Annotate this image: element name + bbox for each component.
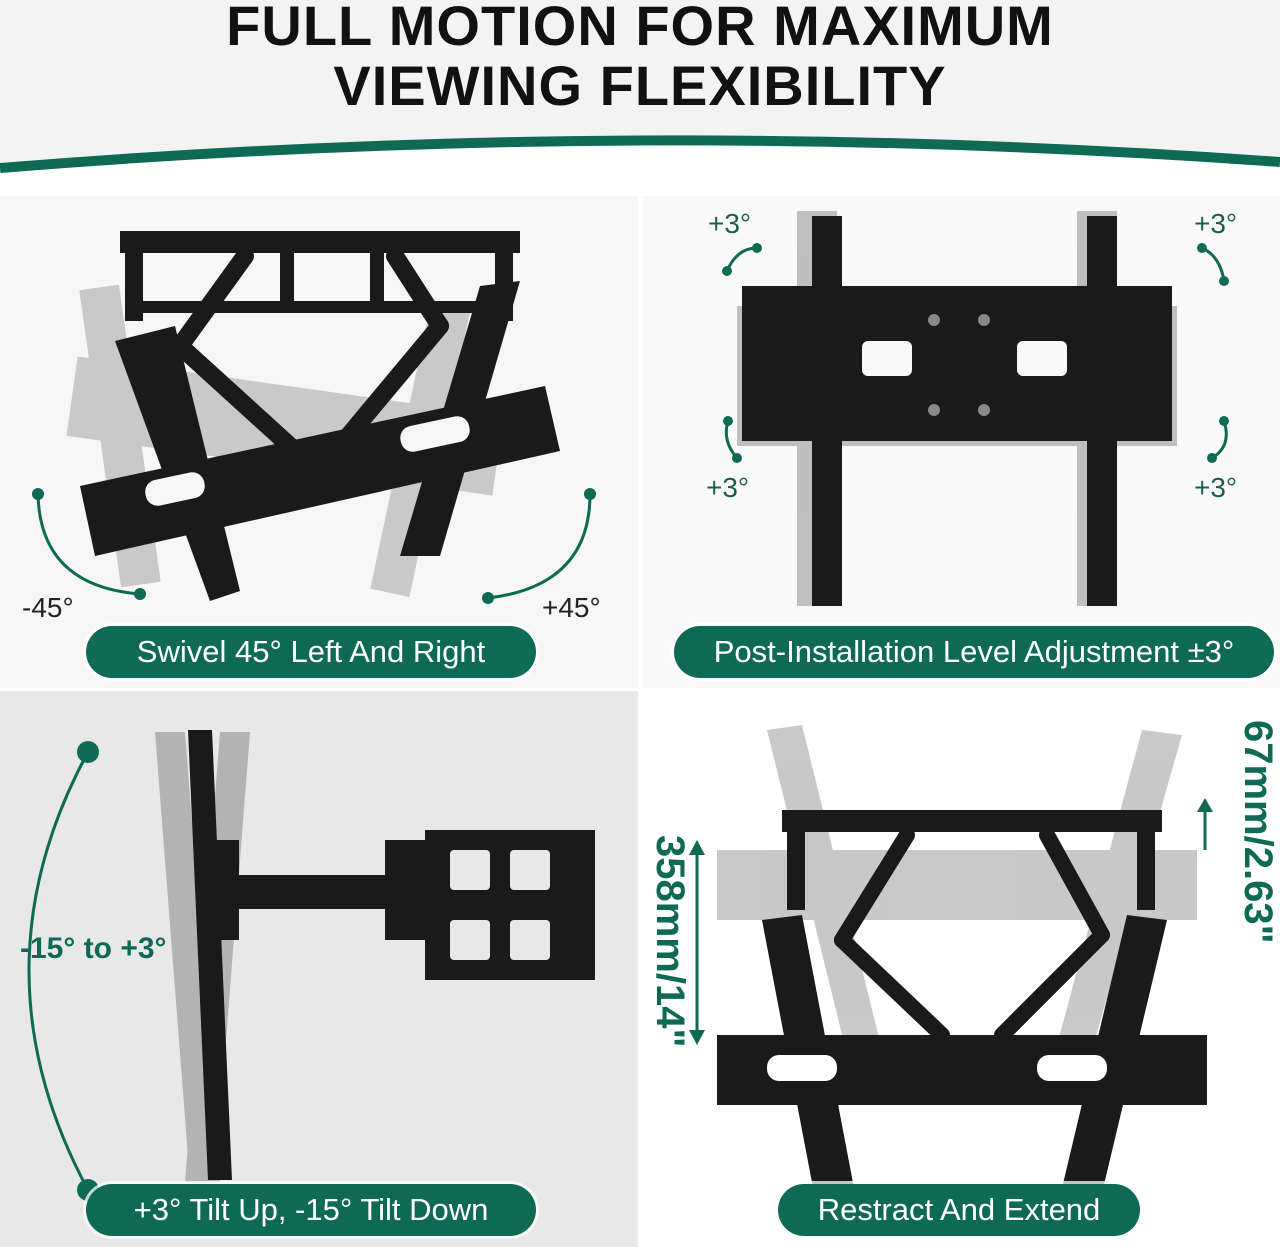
level-top-left-angle: +3° xyxy=(708,208,752,239)
level-bottom-right-angle: +3° xyxy=(1194,472,1238,503)
level-top-right-angle: +3° xyxy=(1194,208,1238,239)
page-title-line-2: VIEWING FLEXIBILITY xyxy=(333,54,947,117)
swivel-caption: Swivel 45° Left And Right xyxy=(86,626,536,678)
level-caption: Post-Installation Level Adjustment ±3° xyxy=(674,626,1274,678)
panel-divider-horizontal xyxy=(0,688,1280,691)
swivel-caption-text: Swivel 45° Left And Right xyxy=(136,634,486,669)
level-bottom-left-angle: +3° xyxy=(706,472,750,503)
level-mount-illustration xyxy=(722,211,1229,606)
swivel-mount-illustration xyxy=(32,231,596,604)
tilt-panel: -15° to +3° +3° Tilt Up, -15° Tilt Down xyxy=(0,690,638,1247)
swivel-right-angle: +45° xyxy=(542,592,601,623)
panel-divider-vertical xyxy=(638,196,642,1247)
extend-mount-illustration xyxy=(689,725,1213,1235)
level-panel: +3° +3° +3° +3° Post-Installation Level … xyxy=(642,196,1280,690)
swivel-left-angle: -45° xyxy=(22,592,74,623)
tilt-caption: +3° Tilt Up, -15° Tilt Down xyxy=(86,1184,536,1236)
swivel-panel: -45° +45° Swivel 45° Left And Right xyxy=(0,196,638,690)
extend-caption-text: Restract And Extend xyxy=(817,1192,1101,1227)
header-wave-divider xyxy=(0,135,1280,210)
tilt-mount-illustration xyxy=(27,730,595,1201)
extend-panel: 358mm/14" 67mm/2.63" Restract And Extend xyxy=(642,690,1280,1247)
retract-dimension-label: 358mm/14" xyxy=(648,835,692,1048)
level-caption-text: Post-Installation Level Adjustment ±3° xyxy=(713,634,1235,669)
tilt-caption-text: +3° Tilt Up, -15° Tilt Down xyxy=(133,1192,489,1227)
page-title-line-1: FULL MOTION FOR MAXIMUM xyxy=(226,0,1054,57)
extend-caption: Restract And Extend xyxy=(778,1184,1140,1236)
tilt-range-label: -15° to +3° xyxy=(20,932,167,965)
extend-dimension-label: 67mm/2.63" xyxy=(1236,720,1280,944)
